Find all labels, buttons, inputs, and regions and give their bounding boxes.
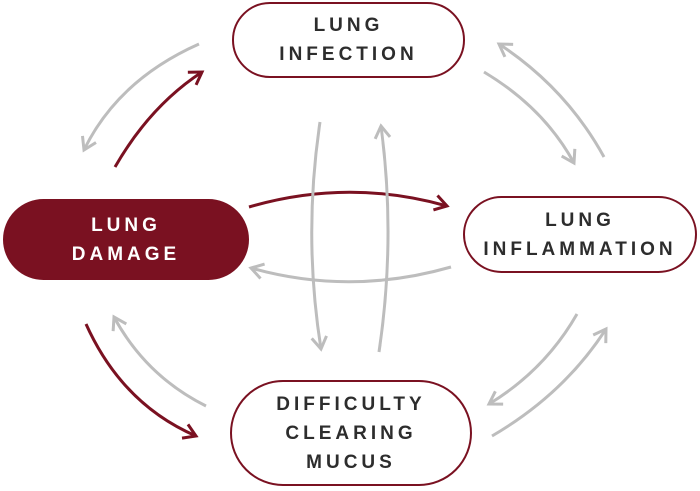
arrow-infection-to-inflammation	[483, 70, 577, 166]
arrow-infection-to-damage	[81, 42, 200, 153]
arrow-mucus-to-inflammation	[491, 326, 608, 438]
arrow-inflammation-to-mucus	[486, 313, 579, 406]
arrow-damage-to-inflammation	[248, 190, 450, 212]
arrow-damage-to-mucus	[84, 323, 199, 440]
arrow-inflammation-to-infection	[496, 42, 606, 158]
node-lung-infection: LUNG INFECTION	[232, 2, 465, 78]
node-difficulty-clearing-mucus-label: DIFFICULTY CLEARING MUCUS	[276, 393, 426, 473]
arrow-mucus-to-damage	[111, 314, 207, 408]
node-difficulty-clearing-mucus: DIFFICULTY CLEARING MUCUS	[230, 380, 472, 486]
arrow-damage-to-infection	[113, 70, 205, 168]
node-lung-damage-label: LUNG DAMAGE	[71, 214, 181, 265]
node-lung-damage: LUNG DAMAGE	[3, 199, 249, 280]
node-lung-inflammation: LUNG INFLAMMATION	[463, 196, 697, 273]
arrow-inflammation-to-damage	[248, 262, 452, 284]
node-lung-inflammation-label: LUNG INFLAMMATION	[483, 209, 677, 260]
arrow-mucus-to-infection	[373, 123, 392, 353]
arrow-infection-to-mucus	[310, 121, 328, 352]
node-lung-infection-label: LUNG INFECTION	[279, 15, 418, 65]
